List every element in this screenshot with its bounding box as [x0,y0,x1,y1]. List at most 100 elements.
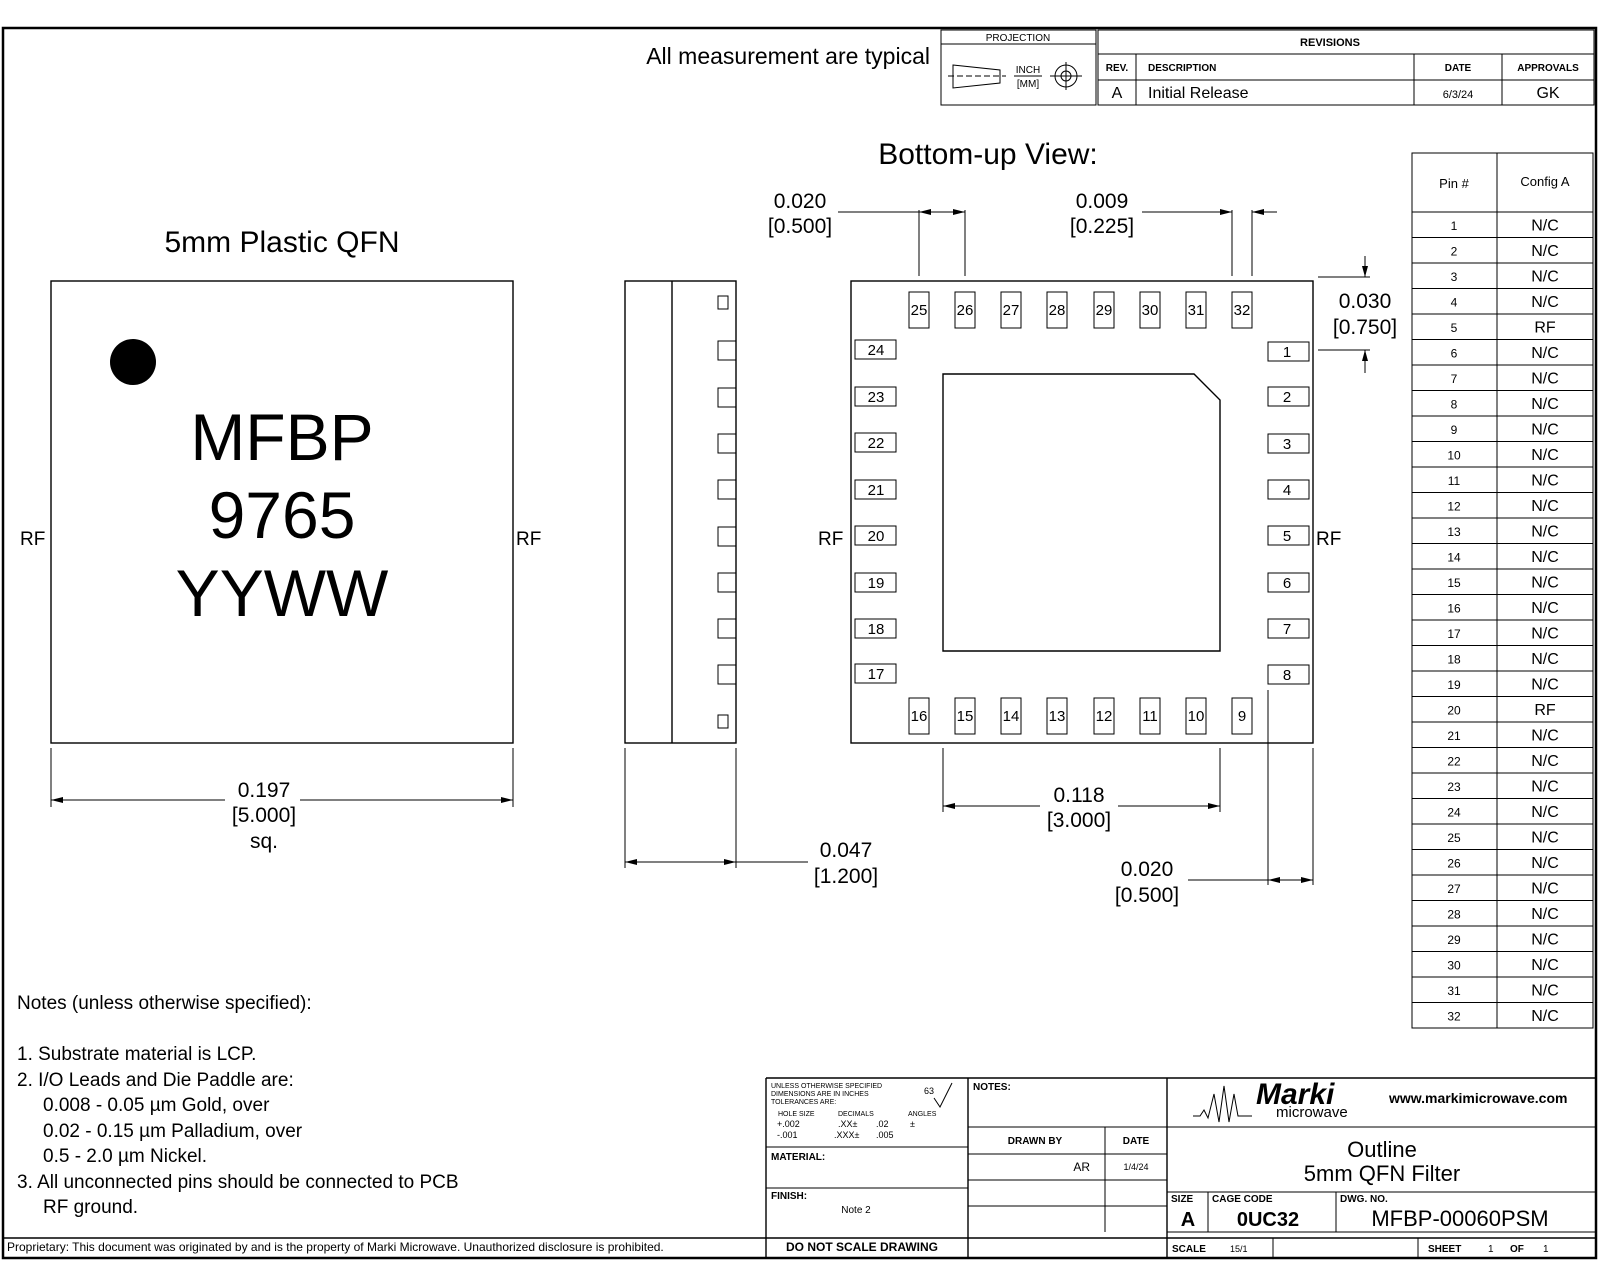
pin-table-pin: 14 [1447,550,1461,564]
rev-column-header: REV. [1106,63,1129,74]
sheet-label: SHEET [1428,1244,1461,1255]
top-pins: 25 26 27 28 29 30 31 32 [908,291,1253,329]
left-pin-label: 19 [868,575,885,592]
pin-column-header: Pin # [1439,176,1469,191]
pin-table-config: N/C [1531,217,1559,234]
tol-angles-header: ANGLES [908,1111,937,1118]
marki-logo-icon [1193,1085,1252,1123]
tol-hole-header: HOLE SIZE [778,1111,815,1118]
note-line: 3. All unconnected pins should be connec… [17,1172,459,1193]
top-pin-label: 32 [1234,302,1251,319]
bottom-pin-label: 15 [957,708,974,725]
left-pin [854,618,897,639]
pin-table-pin: 16 [1447,601,1461,615]
left-pin-label: 20 [868,528,885,545]
pin-table-config: N/C [1531,651,1559,668]
die-paddle [942,373,1221,652]
pitch-dim-mm: [0.500] [768,215,832,238]
edge-dim-inch: 0.020 [1121,858,1174,881]
pin-table-config: N/C [1531,982,1559,999]
notes-block: Notes (unless otherwise specified): 1. S… [17,993,459,1218]
tol-decimals-header: DECIMALS [838,1111,874,1118]
third-angle-projection-icon [948,62,1082,90]
pin-table-config: N/C [1531,345,1559,362]
right-pins: 1 2 3 4 5 6 7 8 [1267,341,1310,685]
side-dim-inch: 0.047 [820,839,873,862]
pin-table-pin: 13 [1447,525,1461,539]
bottom-pin [1185,697,1207,735]
tol-value: +.002 [777,1119,800,1129]
pin-table-config: N/C [1531,906,1559,923]
pin-table-config: N/C [1531,574,1559,591]
pin-table-pin: 30 [1447,958,1461,972]
pin-table-pin: 12 [1447,499,1461,513]
package-dim-inch: 0.197 [238,779,291,802]
drawing-title-2: 5mm QFN Filter [1304,1161,1460,1186]
side-lead [717,433,737,454]
pad-length-dim-mm: [0.750] [1333,316,1397,339]
projection-block: PROJECTION INCH [MM] [940,29,1097,106]
bottom-pin [1093,697,1115,735]
side-lead [717,526,737,547]
pin-table-pin: 18 [1447,652,1461,666]
marking-line-2: 9765 [209,478,356,552]
scale-label: SCALE [1172,1244,1206,1255]
bottom-view-left-port: RF [818,529,843,550]
revision-approval: GK [1536,85,1559,102]
dwg-no-label: DWG. NO. [1340,1194,1388,1205]
pin-table-config: N/C [1531,727,1559,744]
dwg-no-value: MFBP-00060PSM [1371,1206,1548,1231]
pin-table-pin: 32 [1447,1009,1461,1023]
package-side-view: 0.047 [1.200] [624,280,878,888]
bottom-pin-label: 10 [1188,708,1205,725]
package-title: 5mm Plastic QFN [164,226,399,259]
right-pin-label: 7 [1283,621,1291,638]
note-line: 0.008 - 0.05 µm Gold, over [43,1095,270,1116]
note-line: 2. I/O Leads and Die Paddle are: [17,1070,294,1091]
notes-title: Notes (unless otherwise specified): [17,993,312,1014]
left-pins: 24 23 22 21 20 19 18 17 [854,339,897,684]
pin-table-pin: 31 [1447,984,1461,998]
bottom-pin-label: 12 [1096,708,1113,725]
left-pin [854,339,897,360]
revisions-title: REVISIONS [1300,37,1360,49]
bottom-pin [1046,697,1068,735]
left-pin-label: 17 [868,666,885,683]
bottom-pin-label: 13 [1049,708,1066,725]
description-column-header: DESCRIPTION [1148,63,1216,74]
pin-table-pin: 27 [1447,882,1461,896]
pin-table-config: RF [1534,319,1556,336]
bottom-pin [1139,697,1161,735]
side-lead [717,618,737,639]
typical-note: All measurement are typical [646,43,930,69]
left-pin [854,432,897,453]
left-pin [854,572,897,593]
top-pin-label: 26 [957,302,974,319]
side-lead [717,714,729,729]
pin-table-pin: 26 [1447,856,1461,870]
bottom-pin-label: 11 [1142,708,1158,725]
bottom-pin [908,697,930,735]
left-pin [854,525,897,546]
pin-table-config: N/C [1531,957,1559,974]
company-subname: microwave [1276,1104,1348,1121]
pin-table-pin: 23 [1447,780,1461,794]
pad-length-dim-inch: 0.030 [1339,290,1392,313]
pin-table-config: N/C [1531,294,1559,311]
pin-table-pin: 11 [1448,474,1461,488]
package-right-port: RF [516,529,541,550]
pin-table-pin: 15 [1447,576,1461,590]
of-label: OF [1510,1244,1524,1255]
size-value: A [1181,1209,1195,1231]
right-pin-label: 4 [1283,482,1291,499]
left-pin-label: 24 [868,342,885,359]
pin-table-pin: 7 [1451,372,1458,386]
pin-table-pin: 22 [1447,754,1461,768]
package-top-view: 5mm Plastic QFN MFBP 9765 YYWW RF RF 0.1… [20,226,541,853]
pin-table-config: N/C [1531,855,1559,872]
right-pin-label: 8 [1283,667,1291,684]
top-pin-label: 29 [1096,302,1113,319]
finish-label: FINISH: [771,1191,807,1202]
scale-value: 15/1 [1230,1244,1248,1254]
